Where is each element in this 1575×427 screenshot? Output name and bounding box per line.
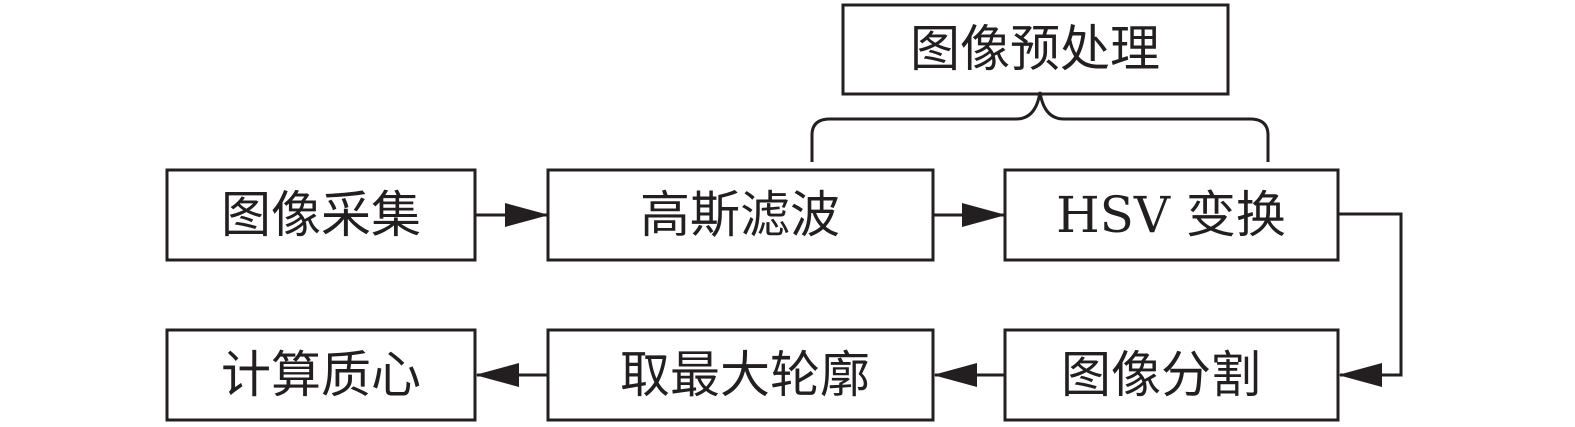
node-max-contour: 取最大轮廓 (546, 328, 935, 422)
node-label: 图像采集 (221, 186, 421, 244)
group-brace (810, 91, 1270, 162)
node-label: 计算质心 (221, 346, 421, 404)
node-label: 高斯滤波 (640, 186, 840, 244)
arrow-hsv-to-segment (1338, 212, 1403, 387)
node-compute-centroid: 计算质心 (165, 328, 477, 422)
node-image-acquisition: 图像采集 (165, 168, 477, 262)
node-label: 取最大轮廓 (620, 346, 870, 404)
node-image-segmentation: 图像分割 (1003, 328, 1340, 422)
node-label: HSV 变换 (1056, 186, 1286, 244)
group-box-preprocessing: 图像预处理 (841, 3, 1230, 96)
node-label: 图像分割 (1061, 346, 1261, 404)
group-label: 图像预处理 (910, 20, 1160, 78)
node-hsv-transform: HSV 变换 (1003, 168, 1340, 262)
node-gaussian-filter: 高斯滤波 (546, 168, 935, 262)
